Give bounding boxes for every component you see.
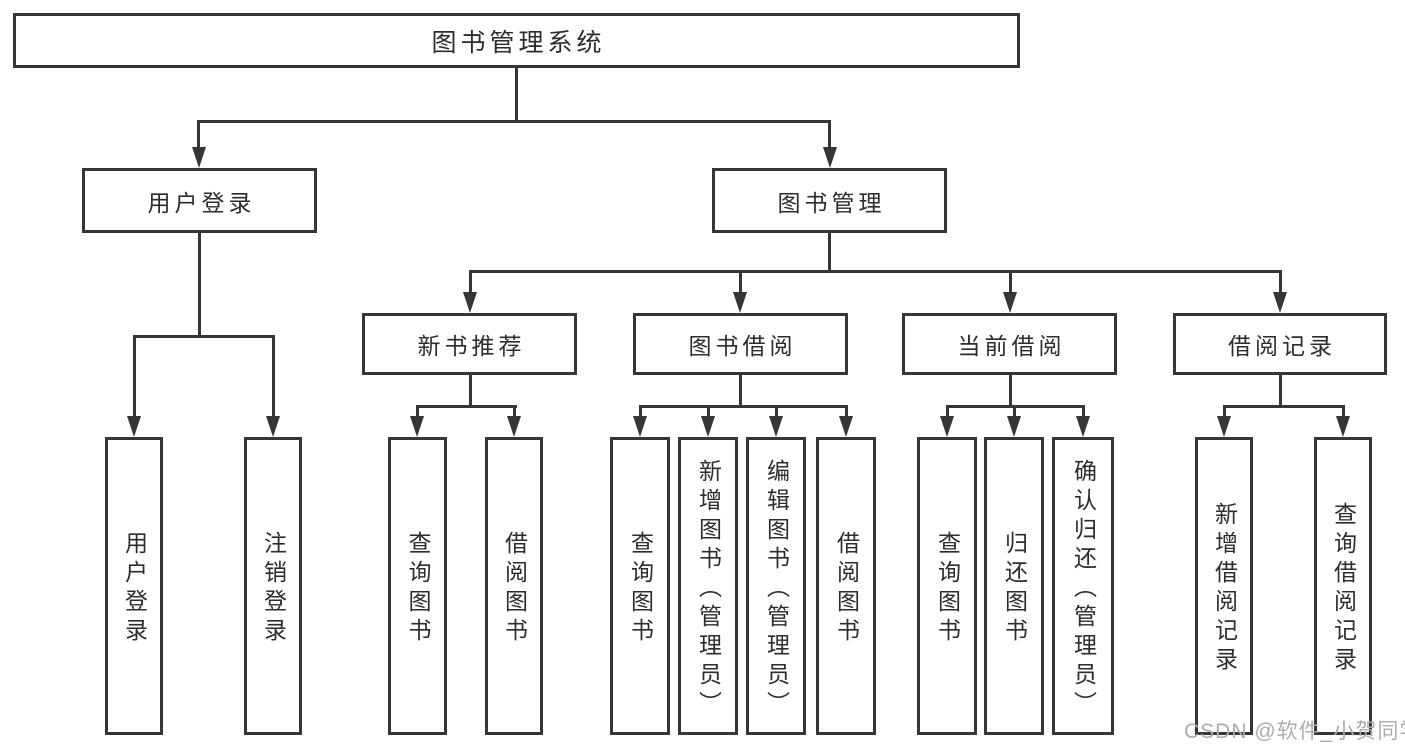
node-label: 图书管理 bbox=[777, 189, 886, 216]
arrow-current-confirm bbox=[1076, 416, 1090, 437]
node-current-borrow: 当前借阅 bbox=[902, 313, 1117, 375]
connector-stem-borrow-borrow bbox=[845, 405, 848, 419]
arrow-current-return bbox=[1007, 416, 1021, 437]
arrow-user-login bbox=[192, 147, 206, 168]
connector-stem-book-mgmt bbox=[828, 120, 831, 150]
node-new-book: 新书推荐 bbox=[362, 313, 577, 375]
arrow-borrow-edit bbox=[769, 416, 783, 437]
connector-stem-current-return bbox=[1013, 405, 1016, 419]
connector-stem-newbook-query bbox=[416, 405, 419, 419]
leaf-borrow-query: 查询图书 bbox=[610, 437, 670, 735]
node-label: 当前借阅 bbox=[957, 333, 1066, 359]
arrow-current-borrow bbox=[1003, 292, 1017, 313]
node-label: 用户登录 bbox=[147, 189, 256, 216]
leaf-current-return: 归还图书 bbox=[984, 437, 1044, 735]
arrow-borrow-add bbox=[701, 416, 715, 437]
connector-book-borrow-bus bbox=[639, 405, 848, 408]
leaf-record-query: 查询借阅记录 bbox=[1314, 437, 1372, 735]
arrow-book-mgmt bbox=[823, 147, 837, 168]
node-book-borrow: 图书借阅 bbox=[633, 313, 848, 375]
connector-stem-current-borrow bbox=[1009, 270, 1012, 295]
connector-stem-leaf-login bbox=[133, 335, 136, 420]
arrow-leaf-login bbox=[127, 416, 141, 437]
node-library-system: 图书管理系统 bbox=[13, 13, 1020, 68]
node-label: 新增图书（管理员） bbox=[695, 458, 722, 720]
connector-level2-bus bbox=[197, 120, 831, 123]
connector-stem-borrow-edit bbox=[775, 405, 778, 419]
node-label: 归还图书 bbox=[1001, 531, 1028, 647]
connector-stem-borrow-add bbox=[707, 405, 710, 419]
leaf-borrow-edit: 编辑图书（管理员） bbox=[746, 437, 806, 735]
node-user-login: 用户登录 bbox=[82, 168, 317, 233]
connector-borrow-record-bus bbox=[1223, 405, 1345, 408]
connector-current-borrow-drop bbox=[1009, 375, 1012, 408]
connector-book-borrow-drop bbox=[739, 375, 742, 408]
node-label: 借阅记录 bbox=[1228, 333, 1336, 359]
connector-stem-record-query bbox=[1342, 405, 1345, 419]
node-label: 查询图书 bbox=[934, 531, 961, 647]
arrow-record-query bbox=[1336, 416, 1350, 437]
arrow-leaf-logout bbox=[266, 416, 280, 437]
connector-stem-current-query bbox=[946, 405, 949, 419]
connector-level3-bus bbox=[469, 270, 1282, 273]
connector-new-book-drop bbox=[469, 375, 472, 408]
arrow-current-query bbox=[940, 416, 954, 437]
arrow-borrow-record bbox=[1273, 292, 1287, 313]
node-book-mgmt: 图书管理 bbox=[712, 168, 947, 233]
connector-stem-leaf-logout bbox=[272, 335, 275, 420]
leaf-logout: 注销登录 bbox=[244, 437, 302, 735]
connector-user-login-bus bbox=[133, 335, 275, 338]
arrow-new-book bbox=[463, 292, 477, 313]
arrow-newbook-query bbox=[410, 416, 424, 437]
connector-stem-user-login bbox=[197, 120, 200, 150]
node-label: 借阅图书 bbox=[501, 531, 528, 647]
connector-book-mgmt-drop bbox=[828, 233, 831, 273]
node-label: 图书管理系统 bbox=[431, 28, 606, 57]
connector-new-book-bus bbox=[416, 405, 517, 408]
node-label: 编辑图书（管理员） bbox=[763, 458, 790, 720]
node-label: 注销登录 bbox=[260, 531, 287, 647]
connector-stem-borrow-record bbox=[1279, 270, 1282, 295]
connector-stem-new-book bbox=[469, 270, 472, 295]
node-label: 图书借阅 bbox=[688, 333, 797, 359]
connector-stem-book-borrow bbox=[739, 270, 742, 295]
arrow-book-borrow bbox=[733, 292, 747, 313]
arrow-newbook-borrow bbox=[507, 416, 521, 437]
node-label: 查询借阅记录 bbox=[1330, 502, 1357, 676]
node-borrow-record: 借阅记录 bbox=[1173, 313, 1387, 375]
node-label: 确认归还（管理员） bbox=[1070, 458, 1097, 720]
csdn-watermark: CSDN @软件_小贺同学 bbox=[1184, 720, 1405, 743]
connector-stem-borrow-query bbox=[639, 405, 642, 419]
leaf-borrow-add: 新增图书（管理员） bbox=[678, 437, 738, 735]
arrow-borrow-query bbox=[633, 416, 647, 437]
leaf-user-login: 用户登录 bbox=[105, 437, 163, 735]
connector-stem-record-add bbox=[1223, 405, 1226, 419]
arrow-borrow-borrow bbox=[839, 416, 853, 437]
connector-user-login-drop bbox=[198, 233, 201, 338]
leaf-newbook-borrow: 借阅图书 bbox=[485, 437, 543, 735]
connector-borrow-record-drop bbox=[1279, 375, 1282, 408]
node-label: 用户登录 bbox=[121, 531, 148, 647]
leaf-borrow-borrow: 借阅图书 bbox=[816, 437, 876, 735]
leaf-current-confirm: 确认归还（管理员） bbox=[1052, 437, 1114, 735]
connector-stem-current-confirm bbox=[1082, 405, 1085, 419]
arrow-record-add bbox=[1217, 416, 1231, 437]
leaf-current-query: 查询图书 bbox=[917, 437, 977, 735]
node-label: 借阅图书 bbox=[833, 531, 860, 647]
node-label: 查询图书 bbox=[627, 531, 654, 647]
node-label: 新增借阅记录 bbox=[1211, 502, 1238, 676]
node-label: 查询图书 bbox=[405, 531, 431, 647]
connector-root-drop bbox=[515, 68, 518, 122]
leaf-newbook-query: 查询图书 bbox=[388, 437, 447, 735]
leaf-record-add: 新增借阅记录 bbox=[1195, 437, 1253, 735]
connector-stem-newbook-borrow bbox=[513, 405, 516, 419]
node-label: 新书推荐 bbox=[417, 333, 526, 359]
